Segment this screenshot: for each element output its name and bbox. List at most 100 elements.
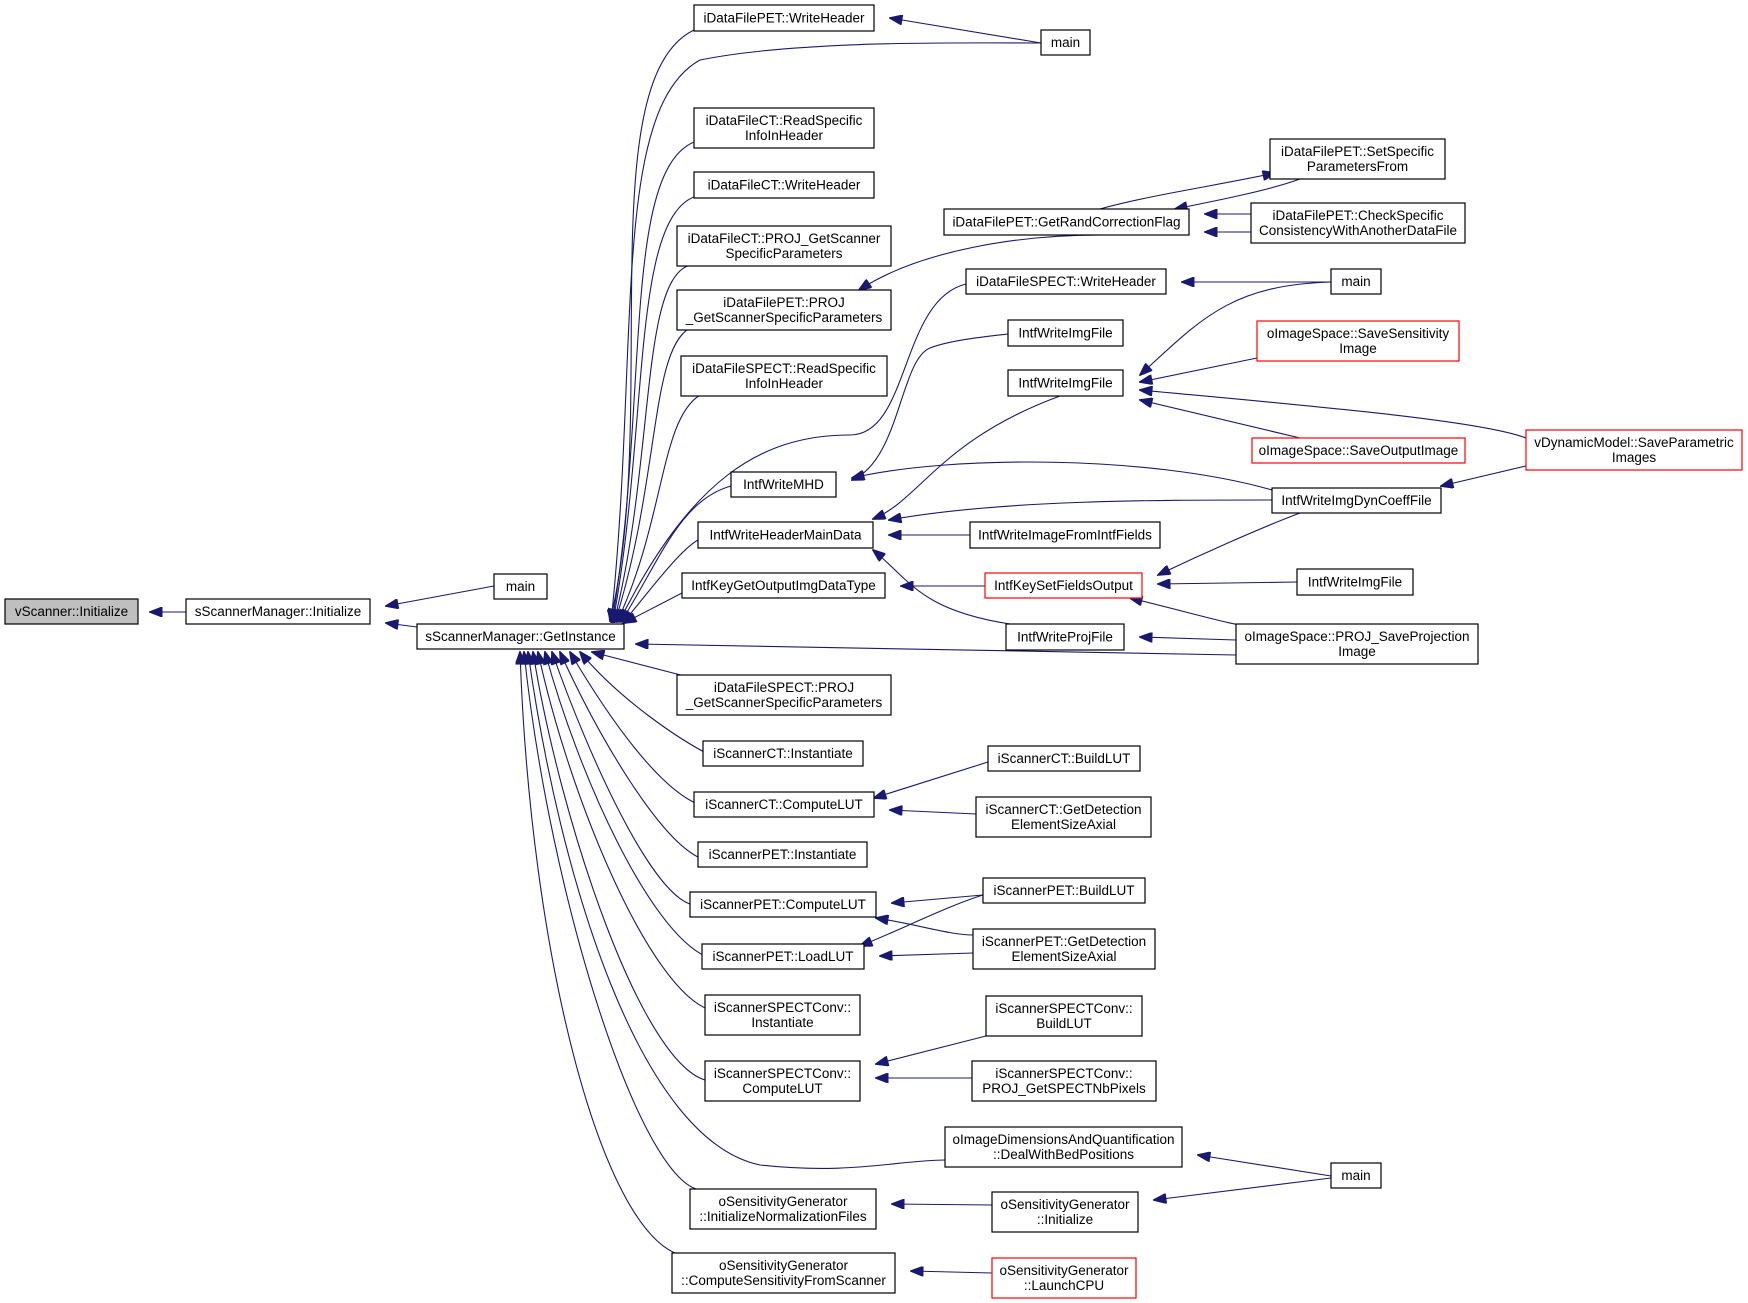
node-sg-init[interactable]: oSensitivityGenerator::Initialize xyxy=(991,1191,1139,1233)
node-spect-write[interactable]: iDataFileSPECT::WriteHeader xyxy=(965,268,1167,295)
node-main-r1[interactable]: main xyxy=(1330,268,1382,295)
node-saveout[interactable]: oImageSpace::SaveOutputImage xyxy=(1251,437,1466,464)
edge-getinst-main xyxy=(611,42,1042,622)
node-label: oImageDimensionsAndQuantification xyxy=(952,1132,1174,1147)
node-headermain[interactable]: IntfWriteHeaderMainData xyxy=(697,521,874,549)
node-dimbed[interactable]: oImageDimensionsAndQuantification::DealW… xyxy=(944,1126,1183,1168)
node-main-mid[interactable]: main xyxy=(493,573,548,600)
node-sg-compute[interactable]: oSensitivityGenerator::ComputeSensitivit… xyxy=(671,1252,896,1294)
node-label: iScannerPET::LoadLUT xyxy=(712,949,853,964)
node-label: iScannerSPECTConv:: xyxy=(714,1000,851,1015)
node-box xyxy=(982,877,1146,904)
node-label: sScannerManager::GetInstance xyxy=(425,629,616,644)
edge-dyncoeff-saveparam xyxy=(1441,465,1527,486)
node-ct-write[interactable]: iDataFileCT::WriteHeader xyxy=(693,171,875,199)
node-pet-buildlut[interactable]: iScannerPET::BuildLUT xyxy=(982,877,1146,904)
node-box xyxy=(991,1191,1139,1233)
node-projfile[interactable]: IntfWriteProjFile xyxy=(1005,623,1125,651)
node-label: iScannerSPECTConv:: xyxy=(995,1066,1132,1081)
node-label: IntfWriteHeaderMainData xyxy=(709,528,862,543)
node-box xyxy=(972,928,1156,970)
node-label: ElementSizeAxial xyxy=(1011,817,1116,832)
node-root[interactable]: vScanner::Initialize xyxy=(4,598,139,625)
node-label: ::Initialize xyxy=(1037,1212,1093,1227)
node-sg-norm[interactable]: oSensitivityGenerator::InitializeNormali… xyxy=(689,1188,877,1230)
node-box xyxy=(693,791,875,818)
edge-getinst-spectread xyxy=(617,394,701,622)
node-label: ConsistencyWithAnotherDataFile xyxy=(1259,223,1457,238)
edge-setspec-randcorr xyxy=(1175,178,1301,209)
node-keyout[interactable]: IntfKeyGetOutputImgDataType xyxy=(681,572,886,599)
node-pet-write[interactable]: iDataFilePET::WriteHeader xyxy=(693,4,875,32)
node-smgr-init[interactable]: sScannerManager::Initialize xyxy=(185,598,371,625)
node-box xyxy=(676,674,892,716)
node-label: IntfKeySetFieldsOutput xyxy=(994,578,1133,593)
edge-getinst-petload xyxy=(545,652,706,957)
node-label: iDataFileCT::ReadSpecific xyxy=(706,113,863,128)
node-box xyxy=(493,573,548,600)
node-ct-proj[interactable]: iDataFileCT::PROJ_GetScannerSpecificPara… xyxy=(676,225,892,267)
node-box xyxy=(702,740,864,767)
node-sg-launch[interactable]: oSensitivityGenerator::LaunchCPU xyxy=(991,1257,1137,1299)
node-sc-nbpix[interactable]: iScannerSPECTConv::PROJ_GetSPECTNbPixels xyxy=(971,1060,1157,1102)
edge-header-imgfile2 xyxy=(873,395,1061,519)
edge-petcompute-getdet xyxy=(876,918,974,936)
node-pet-inst[interactable]: iScannerPET::Instantiate xyxy=(697,841,868,868)
node-label: main xyxy=(1341,1168,1370,1183)
node-box xyxy=(969,521,1161,549)
node-label: ElementSizeAxial xyxy=(1011,949,1116,964)
node-label: iScannerPET::BuildLUT xyxy=(993,883,1134,898)
node-main-top[interactable]: main xyxy=(1040,29,1091,56)
node-label: ComputeLUT xyxy=(742,1081,822,1096)
edge-imgfile2-saveparam xyxy=(1140,390,1527,439)
edge-sgcompute-launch xyxy=(911,1271,993,1273)
node-dyncoeff[interactable]: IntfWriteImgDynCoeffFile xyxy=(1271,487,1442,514)
node-pet-proj[interactable]: iDataFilePET::PROJ_GetScannerSpecificPar… xyxy=(676,289,892,331)
node-ct-buildlut[interactable]: iScannerCT::BuildLUT xyxy=(987,745,1141,772)
node-box xyxy=(697,521,874,549)
node-pet-randcorr[interactable]: iDataFilePET::GetRandCorrectionFlag xyxy=(943,208,1190,236)
node-ct-inst[interactable]: iScannerCT::Instantiate xyxy=(702,740,864,767)
edge-getinst-sccompute xyxy=(533,652,706,1081)
node-label: iDataFilePET::SetSpecific xyxy=(1281,144,1434,159)
node-box xyxy=(1296,568,1414,596)
node-label: Images xyxy=(1612,450,1657,465)
node-label: oImageSpace::SaveSensitivity xyxy=(1267,326,1450,341)
node-getinst[interactable]: sScannerManager::GetInstance xyxy=(416,623,625,650)
node-pet-load[interactable]: iScannerPET::LoadLUT xyxy=(701,943,865,970)
node-sc-inst[interactable]: iScannerSPECTConv::Instantiate xyxy=(704,994,861,1036)
edge-getinst-keyout xyxy=(624,592,683,623)
node-sc-compute[interactable]: iScannerSPECTConv::ComputeLUT xyxy=(704,1060,861,1102)
edge-getinst-petcompute xyxy=(552,652,691,905)
node-imgfile2[interactable]: IntfWriteImgFile xyxy=(1007,369,1124,397)
node-label: vDynamicModel::SaveParametric xyxy=(1534,435,1734,450)
node-label: iScannerCT::ComputeLUT xyxy=(705,797,863,812)
edge-getinst-header xyxy=(623,539,699,623)
node-sc-buildlut[interactable]: iScannerSPECTConv::BuildLUT xyxy=(985,995,1143,1037)
node-imgfromfields[interactable]: IntfWriteImageFromIntfFields xyxy=(969,521,1161,549)
edge-sginit-main xyxy=(1154,1177,1332,1200)
node-label: main xyxy=(506,579,535,594)
node-pet-compute[interactable]: iScannerPET::ComputeLUT xyxy=(689,891,877,918)
node-imgfile3[interactable]: IntfWriteImgFile xyxy=(1296,568,1414,596)
node-mhd[interactable]: IntfWriteMHD xyxy=(730,471,837,498)
node-main-bot[interactable]: main xyxy=(1330,1162,1382,1189)
node-label: IntfWriteImgFile xyxy=(1308,575,1402,590)
node-label: oSensitivityGenerator xyxy=(1000,1197,1130,1212)
node-ct-compute[interactable]: iScannerCT::ComputeLUT xyxy=(693,791,875,818)
node-label: iDataFileSPECT::PROJ xyxy=(714,680,854,695)
node-pet-getdet[interactable]: iScannerPET::GetDetectionElementSizeAxia… xyxy=(972,928,1156,970)
node-pet-checkspec[interactable]: iDataFilePET::CheckSpecificConsistencyWi… xyxy=(1250,202,1466,244)
node-keyset[interactable]: IntfKeySetFieldsOutput xyxy=(984,572,1143,599)
node-spect-proj[interactable]: iDataFileSPECT::PROJ_GetScannerSpecificP… xyxy=(676,674,892,716)
node-imgfile1[interactable]: IntfWriteImgFile xyxy=(1007,319,1124,347)
node-label: Image xyxy=(1339,341,1377,356)
